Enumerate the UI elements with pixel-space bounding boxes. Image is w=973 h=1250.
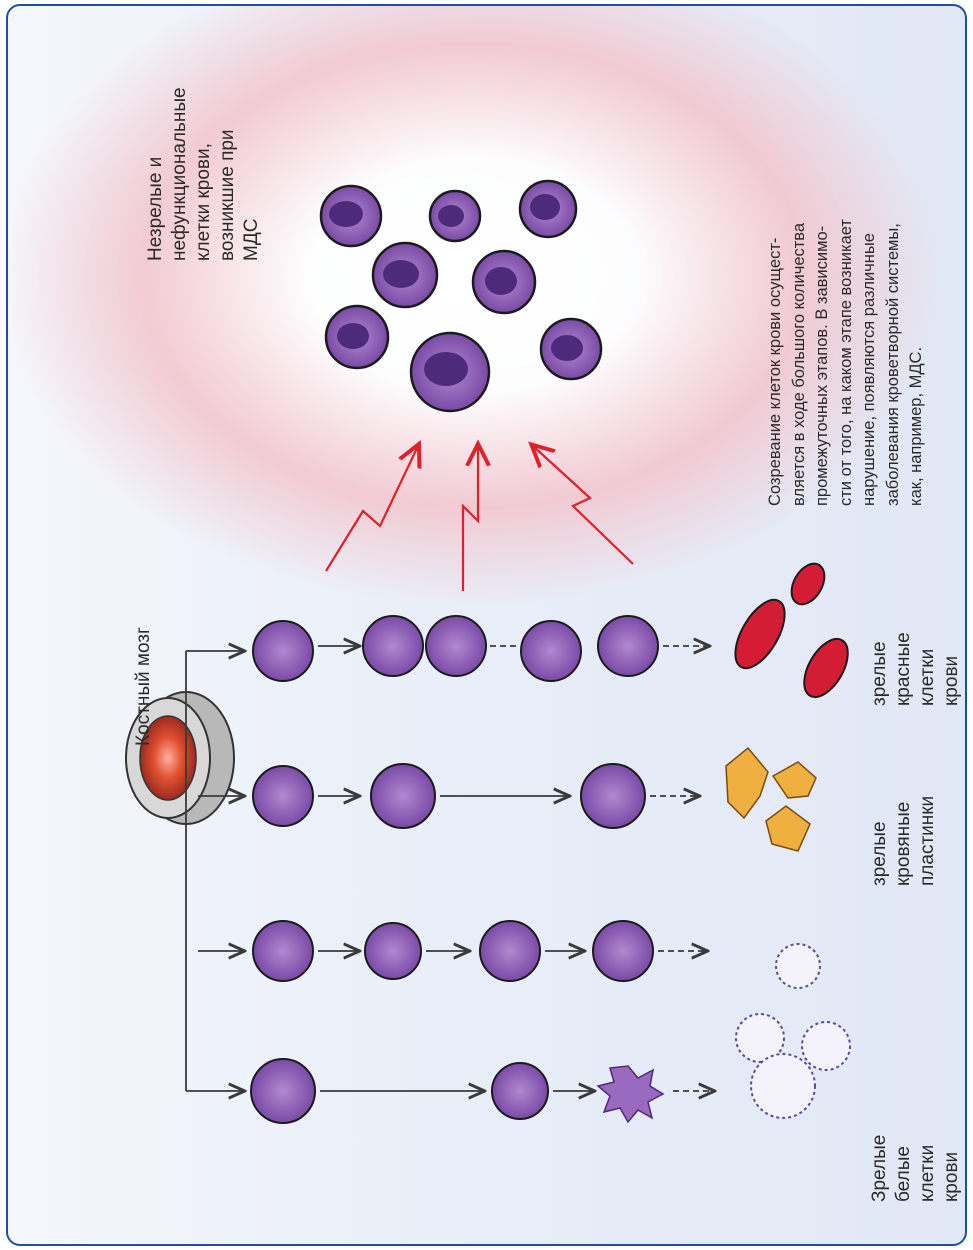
mature-white-cells-label: Зрелые белые клетки крови <box>868 1105 964 1202</box>
blood-cell-icon <box>251 1059 315 1123</box>
white-blood-cell-icon <box>751 1054 815 1118</box>
lineage-white-a <box>253 921 850 1070</box>
blood-cell-icon <box>365 923 421 979</box>
blood-cell-icon <box>363 616 423 676</box>
maturation-description: Созревание клеток крови осущест- вляется… <box>764 61 929 506</box>
blood-cell-icon <box>411 333 489 411</box>
white-blood-cell-icon <box>598 1066 663 1122</box>
blood-cell-icon <box>426 616 486 676</box>
mature-platelets-label: зрелые кровяные пластинки <box>868 789 940 886</box>
blood-cell-icon <box>521 621 581 681</box>
white-blood-cell-icon <box>776 944 820 988</box>
bone-marrow-label: Костный мозг <box>132 627 156 746</box>
red-blood-cell-icon <box>785 558 831 610</box>
blood-cell-icon <box>593 921 653 981</box>
immature-cells-label: Незрелые и нефункциональные клетки крови… <box>144 87 264 261</box>
white-blood-cell-icon <box>802 1022 850 1070</box>
lineage-white-b <box>251 1054 815 1123</box>
blood-cell-icon <box>581 764 645 828</box>
blood-cell-icon <box>253 766 313 826</box>
blood-cell-icon <box>253 921 313 981</box>
blood-cell-icon <box>480 921 540 981</box>
blood-cell-icon <box>473 251 535 313</box>
blood-cell-icon <box>492 1063 548 1119</box>
blood-cell-icon <box>520 181 576 237</box>
blood-cell-icon <box>373 243 437 307</box>
platelet-icon <box>766 806 810 851</box>
blood-cell-icon <box>430 191 480 241</box>
red-blood-cell-icon <box>795 632 856 704</box>
platelet-icon <box>726 748 768 818</box>
blood-cell-icon <box>253 621 313 681</box>
lineage-platelets <box>253 748 816 851</box>
platelet-icon <box>773 762 816 798</box>
red-blood-cell-icon <box>725 592 794 676</box>
blood-cell-icon <box>321 186 381 246</box>
blood-cell-icon <box>326 306 388 368</box>
blood-cell-icon <box>371 764 435 828</box>
blood-cell-icon <box>598 616 658 676</box>
diagram-panel: Незрелые и нефункциональные клетки крови… <box>6 4 967 1246</box>
mature-red-cells-label: зрелые красные клетки крови <box>868 609 964 706</box>
blood-cell-icon <box>541 319 601 379</box>
